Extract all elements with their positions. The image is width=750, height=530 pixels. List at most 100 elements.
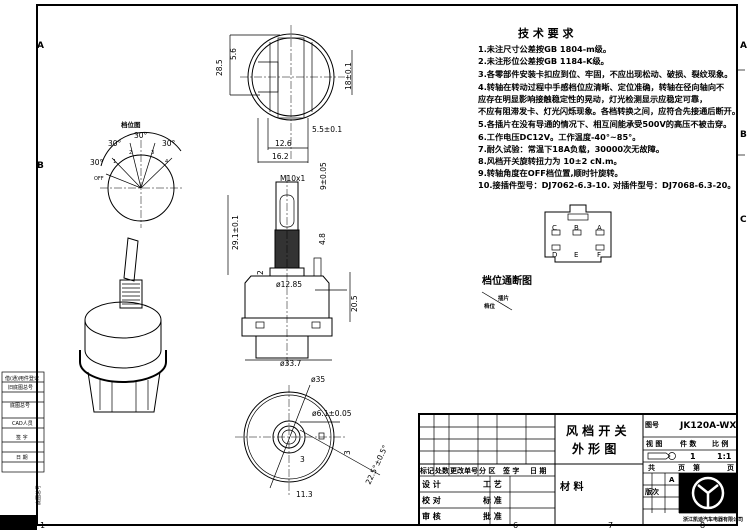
version-value: A bbox=[669, 476, 675, 484]
zone-label: A bbox=[37, 41, 44, 51]
svg-text:标 准: 标 准 bbox=[482, 495, 502, 505]
zone-label: B bbox=[37, 161, 44, 171]
table-title: 档位通断图 bbox=[481, 274, 532, 287]
left-signature-block: 借(通)用件登记 旧底图总号 底图总号 CAD人员 签 字 日 期 底图总号 bbox=[1, 371, 45, 505]
switch-position-table: 档位通断图 插片 档位 bbox=[481, 274, 532, 311]
technical-requirements: 技 术 要 求 1.未注尺寸公差按GB 1804-m级。 2.未注形位公差按GB… bbox=[478, 26, 740, 190]
left-block-label: 底图总号 bbox=[10, 402, 30, 409]
svg-text:外 形 图: 外 形 图 bbox=[572, 441, 616, 456]
svg-text:ø33.7: ø33.7 bbox=[280, 359, 302, 368]
side-view: M10x1 9±0.05 29.1±0.1 4.8 2 ø12.85 20.5 … bbox=[227, 162, 359, 368]
svg-text:3.各零部件安装卡扣应到位、牢固，不应出现松动、破损、裂纹现: 3.各零部件安装卡扣应到位、牢固，不应出现松动、破损、裂纹现象。 bbox=[478, 69, 732, 79]
revision-header: 更改单号 bbox=[450, 466, 478, 475]
svg-text:第: 第 bbox=[693, 463, 700, 472]
svg-text:16.2: 16.2 bbox=[272, 152, 289, 161]
svg-text:ø6.1±0.05: ø6.1±0.05 bbox=[312, 409, 352, 418]
svg-text:3: 3 bbox=[300, 455, 305, 464]
svg-text:M10x1: M10x1 bbox=[280, 174, 305, 183]
svg-text:ø12.85: ø12.85 bbox=[276, 280, 302, 289]
svg-text:8.风档开关旋转扭力为 10±2 cN.m。: 8.风档开关旋转扭力为 10±2 cN.m。 bbox=[478, 156, 622, 166]
svg-text:OFF: OFF bbox=[94, 176, 104, 182]
svg-text:1: 1 bbox=[690, 452, 696, 461]
svg-text:30°: 30° bbox=[162, 139, 176, 148]
title-block: 标记 处数 更改单号 分 区 签 字 日 期 设 计 校 对 审 核 工 艺 标… bbox=[418, 413, 743, 526]
left-block-label: 签 字 bbox=[16, 434, 28, 441]
svg-text:28.5: 28.5 bbox=[215, 59, 224, 76]
svg-text:C: C bbox=[552, 224, 557, 232]
version-label: 版次 bbox=[645, 487, 659, 496]
product-isometric bbox=[79, 237, 167, 413]
svg-text:档位: 档位 bbox=[483, 302, 496, 310]
svg-text:5.5±0.1: 5.5±0.1 bbox=[312, 125, 342, 134]
svg-text:插片: 插片 bbox=[498, 294, 510, 302]
svg-text:设 计: 设 计 bbox=[422, 479, 441, 489]
svg-text:ø35: ø35 bbox=[311, 375, 325, 384]
svg-text:10.接插件型号：DJ7062-6.3-10. 对插件型号：: 10.接插件型号：DJ7062-6.3-10. 对插件型号：DJ7068-6.3… bbox=[478, 180, 736, 190]
zone-label: 1 bbox=[40, 521, 45, 530]
svg-text:4.8: 4.8 bbox=[318, 233, 327, 245]
svg-text:B: B bbox=[574, 224, 579, 232]
left-block-label: CAD人员 bbox=[12, 421, 33, 427]
svg-text:校 对: 校 对 bbox=[422, 495, 441, 505]
svg-text:1:1: 1:1 bbox=[717, 452, 732, 461]
svg-text:9.转轴角度在OFF档位置,顺时针旋转。: 9.转轴角度在OFF档位置,顺时针旋转。 bbox=[478, 168, 623, 178]
svg-text:件 数: 件 数 bbox=[680, 439, 697, 448]
svg-text:18±0.1: 18±0.1 bbox=[344, 62, 353, 90]
left-block-label: 借(通)用件登记 bbox=[5, 375, 39, 382]
svg-text:7.耐久试验：常温下18A负载，30000次无故障。: 7.耐久试验：常温下18A负载，30000次无故障。 bbox=[478, 144, 664, 154]
svg-text:5.6: 5.6 bbox=[229, 48, 238, 60]
svg-text:4.转轴在转动过程中手感档位应清晰、定位准确，转轴在径向轴向: 4.转轴在转动过程中手感档位应清晰、定位准确，转轴在径向轴向不 bbox=[478, 82, 725, 92]
svg-text:30°: 30° bbox=[134, 131, 148, 140]
svg-text:E: E bbox=[574, 251, 578, 259]
svg-text:A: A bbox=[597, 224, 602, 232]
svg-text:D: D bbox=[552, 251, 557, 259]
svg-text:共: 共 bbox=[648, 463, 655, 472]
zone-label: C bbox=[740, 215, 747, 225]
svg-text:审 核: 审 核 bbox=[422, 511, 441, 521]
svg-text:1.未注尺寸公差按GB 1804-m级。: 1.未注尺寸公差按GB 1804-m级。 bbox=[478, 44, 611, 54]
svg-text:30°: 30° bbox=[108, 139, 122, 148]
svg-text:11.3: 11.3 bbox=[296, 490, 313, 499]
svg-text:29.1±0.1: 29.1±0.1 bbox=[231, 215, 240, 250]
left-block-label: 旧底图总号 bbox=[8, 384, 33, 391]
top-view: 28.5 5.6 18±0.1 5.5±0.1 12.6 16.2 bbox=[215, 25, 353, 163]
left-block-label: 底图总号 bbox=[35, 485, 42, 505]
corner-mark bbox=[0, 515, 37, 530]
svg-text:档位图: 档位图 bbox=[120, 120, 141, 129]
bottom-view: ø35 ø6.1±0.05 3 3 11.3 22.5°±0.5° bbox=[235, 375, 390, 499]
svg-text:30°: 30° bbox=[90, 158, 104, 167]
svg-text:2: 2 bbox=[256, 270, 265, 275]
zone-label: B bbox=[740, 130, 747, 140]
material-label: 材 料 bbox=[560, 480, 583, 493]
requirements-title: 技 术 要 求 bbox=[518, 26, 574, 40]
revision-header: 标记 bbox=[419, 466, 434, 475]
svg-text:页: 页 bbox=[678, 464, 685, 472]
svg-text:应存在明显影响接触稳定性的晃动，灯光检测显示应稳定可靠，: 应存在明显影响接触稳定性的晃动，灯光检测显示应稳定可靠， bbox=[478, 94, 707, 104]
svg-text:3: 3 bbox=[343, 450, 352, 455]
svg-text:不应有阻滞发卡、灯光闪烁现象。各档转换之间，应符合先接通后断: 不应有阻滞发卡、灯光闪烁现象。各档转换之间，应符合先接通后断开。 bbox=[478, 106, 740, 116]
svg-text:22.5°±0.5°: 22.5°±0.5° bbox=[364, 443, 390, 485]
svg-text:3: 3 bbox=[151, 150, 154, 156]
svg-text:6.工作电压DC12V。工作温度-40°~85°。: 6.工作电压DC12V。工作温度-40°~85°。 bbox=[478, 132, 640, 142]
svg-text:比 例: 比 例 bbox=[712, 439, 728, 448]
connector-face: C B A D E F bbox=[544, 204, 612, 263]
revision-header: 处数 bbox=[434, 466, 450, 475]
svg-text:20.5: 20.5 bbox=[350, 295, 359, 312]
revision-header: 签 字 bbox=[502, 466, 519, 475]
revision-header: 分 区 bbox=[479, 466, 495, 475]
svg-text:图号: 图号 bbox=[645, 420, 659, 429]
svg-text:2.未注形位公差按GB 1184-K级。: 2.未注形位公差按GB 1184-K级。 bbox=[478, 56, 609, 66]
svg-text:批 准: 批 准 bbox=[483, 511, 502, 521]
revision-header: 日 期 bbox=[530, 466, 546, 475]
svg-text:9±0.05: 9±0.05 bbox=[319, 162, 328, 190]
zone-label: A bbox=[740, 41, 747, 51]
position-diagram: 档位图 30° 30° 30° 30° OFF 1 2 3 4 bbox=[90, 120, 182, 228]
svg-text:2: 2 bbox=[129, 150, 132, 156]
projection-symbol bbox=[647, 452, 671, 460]
svg-text:F: F bbox=[597, 251, 601, 259]
drawing-name: 风 档 开 关 bbox=[566, 423, 627, 438]
drawing-number: JK120A-WX bbox=[679, 421, 736, 431]
svg-text:12.6: 12.6 bbox=[275, 139, 292, 148]
svg-text:4: 4 bbox=[165, 159, 168, 165]
